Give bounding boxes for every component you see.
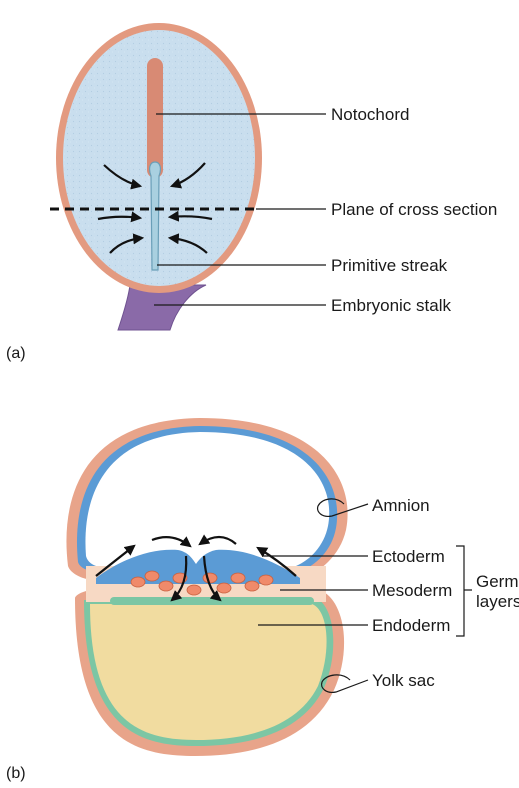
primitive-streak-label: Primitive streak <box>331 256 448 275</box>
mesoderm-label: Mesoderm <box>372 581 452 600</box>
panel-b-label: (b) <box>6 765 26 782</box>
endoderm-label: Endoderm <box>372 616 450 635</box>
plane-of-cross-section-label: Plane of cross section <box>331 200 497 219</box>
amnion-label: Amnion <box>372 496 430 515</box>
ectoderm-label: Ectoderm <box>372 547 445 566</box>
panel-a: Notochord Plane of cross section Primiti… <box>6 23 497 362</box>
notochord-shape <box>147 58 163 178</box>
notochord-label: Notochord <box>331 105 409 124</box>
germ-layers-label-line1: Germ <box>476 572 519 591</box>
endoderm-layer <box>110 597 314 605</box>
panel-b: Amnion Ectoderm Mesoderm Endoderm Yolk s… <box>6 418 519 782</box>
panel-a-label: (a) <box>6 345 26 362</box>
germ-layers-bracket <box>456 546 472 636</box>
germ-layers-label-line2: layers <box>476 592 519 611</box>
embryonic-stalk-label: Embryonic stalk <box>331 296 451 315</box>
yolk-sac-label: Yolk sac <box>372 671 435 690</box>
